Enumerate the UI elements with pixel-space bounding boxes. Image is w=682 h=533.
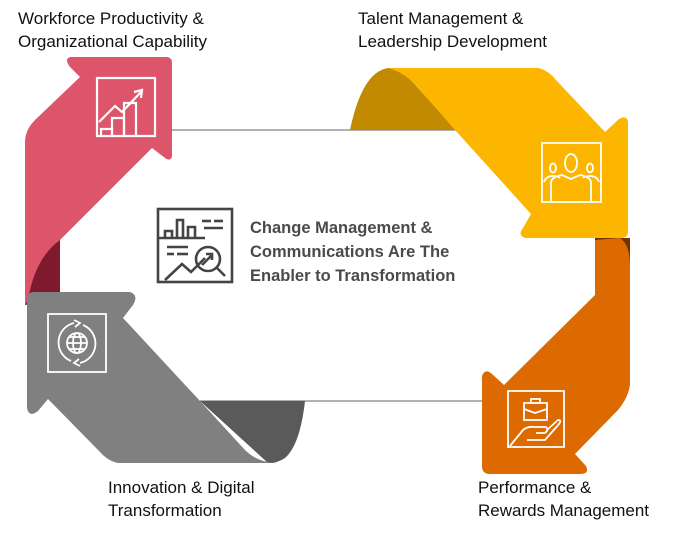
label-workforce: Workforce Productivity & Organizational … [18,7,207,53]
label-line: Innovation & Digital [108,478,255,497]
center-title: Change Management & Communications Are T… [250,216,455,288]
people-group-icon [541,142,602,203]
label-line: Talent Management & [358,9,524,28]
arrow-innovation-fold [200,401,305,463]
label-innovation: Innovation & Digital Transformation [108,476,254,522]
briefcase-hand-icon [507,390,565,448]
arrow-talent-body [388,68,628,238]
center-line: Enabler to Transformation [250,267,456,285]
label-line: Leadership Development [358,32,548,51]
label-line: Performance & [478,478,592,497]
analytics-magnifier-icon [156,207,234,284]
globe-cycle-icon [47,313,107,373]
arrow-performance [482,238,630,474]
center-line: Communications Are The [250,243,450,261]
label-performance: Performance & Rewards Management [478,476,649,522]
label-talent: Talent Management & Leadership Developme… [358,7,547,53]
arrow-innovation-body [27,292,278,463]
label-line: Organizational Capability [18,32,207,51]
center-line: Change Management & [250,219,433,237]
growth-chart-icon [95,76,157,138]
arrow-workforce [25,57,172,305]
arrow-talent [350,68,628,238]
arrow-performance-body [482,238,630,474]
arrow-talent-fold [350,68,456,130]
label-line: Rewards Management [478,501,650,520]
arrow-innovation [27,292,305,463]
label-line: Workforce Productivity & [18,9,204,28]
label-line: Transformation [108,501,222,520]
